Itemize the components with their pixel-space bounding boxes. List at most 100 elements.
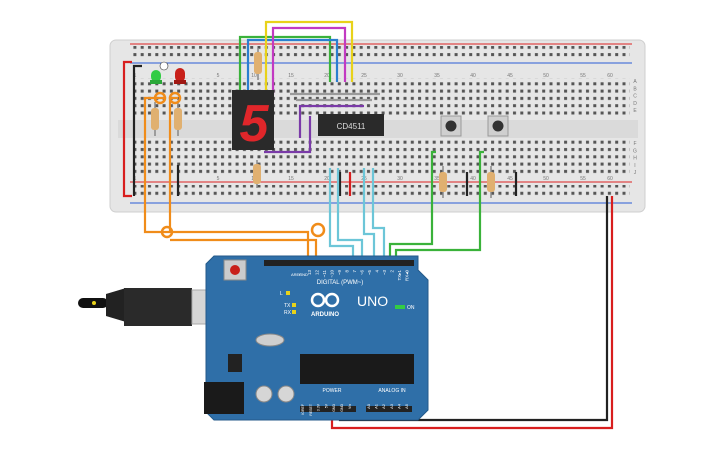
analog-pin-label: A2 [381,403,386,409]
column-number: 20 [324,176,330,182]
gnd-label: GND [299,272,308,277]
analog-header-label: ANALOG IN [378,388,406,394]
voltage-regulator [228,354,242,372]
column-number: 50 [543,73,549,79]
column-number: 30 [397,176,403,182]
brand-label: ARDUINO [311,312,339,318]
chip-label: CD4511 [337,122,366,131]
led-l [286,291,290,295]
usb-cable [78,288,223,326]
led-tx [292,303,296,307]
digital-pin-label: 12 [315,270,320,276]
wire-black-rail-left [132,64,142,196]
digital-pin-label: ~5 [367,270,372,276]
digital-pin-label: ~10 [330,270,335,278]
wire-joint-4 [168,91,182,105]
bottom-power-rail-holes [130,185,630,199]
cd4511-chip[interactable]: CD4511 [318,114,384,136]
column-number: 60 [607,176,613,182]
analog-pin-label: A1 [374,403,379,409]
power-pin-label: 5V [324,403,328,408]
power-pin-label: RESET [309,403,313,416]
led-red[interactable] [174,68,186,84]
resistor-led-red[interactable] [174,102,182,136]
capacitor-2 [277,385,295,403]
resistor-segment-bottom[interactable] [253,160,261,188]
row-letter: H [633,156,637,162]
column-number: 5 [217,176,220,182]
resistor-button-2[interactable] [487,166,495,198]
digital-header [264,260,414,266]
wire-purple-segment-7 [298,104,364,138]
digital-pin-label: 8 [345,270,350,273]
seven-segment-display[interactable]: 5 [232,90,274,153]
aref-label: AREF [291,272,302,277]
power-pin-label: GND [340,404,344,412]
digital-pin-label: 13 [307,270,312,276]
push-button-1[interactable] [440,115,462,137]
row-letter: F [633,141,636,147]
column-number: 40 [470,73,476,79]
wire-yellow-segment-3 [264,20,354,95]
led-tx-label: TX [284,303,291,309]
wire-purple-segment-8 [264,116,312,154]
terminal-holes-bottom [130,140,630,176]
row-letter: E [633,108,637,114]
led-green[interactable] [150,61,169,84]
resistor-segment-common[interactable] [254,48,262,80]
column-number: 25 [361,73,367,79]
column-number: 15 [288,176,294,182]
wire-red-rail-left [122,60,132,198]
led-rx-label: RX [284,310,292,316]
power-pin-label: Vin [348,404,352,409]
crystal-oscillator [255,333,285,347]
column-number: 55 [580,73,586,79]
wire-orange-led-red-2 [170,238,318,258]
on-led [395,305,405,309]
resistor-button-1[interactable] [439,166,447,198]
wire-blue-segment-2 [246,38,339,95]
column-number: 1 [134,176,137,182]
wire-magenta-segment-4 [271,26,347,95]
wire-joint-2 [310,222,326,238]
arduino-logo-icon [310,292,340,308]
digital-pin-label: TX▸1 [397,270,402,281]
wire-cyan-1 [328,168,355,258]
power-jack [204,382,244,414]
terminal-holes-top [130,78,630,116]
top-power-rail-holes [130,46,630,60]
resistor-led-green[interactable] [151,102,159,136]
led-rx [292,310,296,314]
column-number: 60 [607,73,613,79]
column-number: 1 [134,73,137,79]
wire-green-segment-1 [238,35,332,95]
digital-pin-label: 7 [352,270,357,273]
model-label: UNO [357,293,388,309]
column-number: 35 [434,176,440,182]
digital-header-label: DIGITAL (PWM~) [317,280,364,286]
analog-pin-label: A3 [389,403,394,409]
on-label: ON [407,305,415,311]
wire-green-button-2 [394,150,484,258]
analog-pin-label: A0 [366,403,371,409]
digital-pin-label: ~11 [322,270,327,278]
column-number: 40 [470,176,476,182]
column-number: 5 [217,73,220,79]
row-letter: J [634,170,637,176]
power-header-label: POWER [323,388,342,394]
wire-green-button-1 [388,150,436,258]
column-number: 45 [507,73,513,79]
column-number: 50 [543,176,549,182]
power-pin-label: IOREF [301,404,305,415]
column-number: 45 [507,176,513,182]
digital-pin-label: 2 [390,270,395,273]
row-letter: I [634,163,635,169]
atmega-chip [300,354,414,384]
push-button-2[interactable] [487,115,509,137]
led-l-label: L [280,291,283,297]
